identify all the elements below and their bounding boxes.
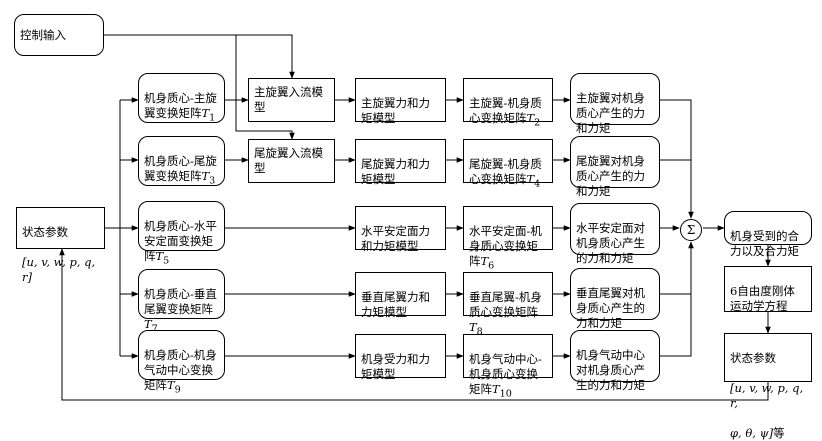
state-output-vars-line1: [u, v, w, p, q, r, <box>730 381 804 410</box>
force-model-tail-rotor-label: 尾旋翼力和力矩模型 <box>361 157 430 186</box>
rigid-body-equations-label: 6自由度刚体运动学方程 <box>730 284 795 313</box>
force-model-vertical-tail-box: 垂直尾翼力和力矩模型 <box>355 272 446 319</box>
control-input-box: 控制输入 <box>14 14 104 56</box>
matrix-t2-sub: 2 <box>534 117 541 129</box>
force-model-tail-rotor-box: 尾旋翼力和力矩模型 <box>355 139 446 186</box>
matrix-t6-text: 水平安定面-机身质心变换矩阵 <box>469 224 542 268</box>
matrix-t1-box: 机身质心-主旋翼变换矩阵T1 <box>138 73 225 123</box>
matrix-t4-box: 尾旋翼-机身质心变换矩阵T4 <box>463 139 553 189</box>
result-horizontal-stabilizer-box: 水平安定面对机身质心产生的力和力矩 <box>570 203 660 265</box>
control-input-label: 控制输入 <box>20 27 66 42</box>
flowchart: 控制输入 状态参数 [u, v, w, p, q, r] 机身质心-主旋翼变换矩… <box>14 14 812 440</box>
matrix-t1-sub: 1 <box>209 112 216 124</box>
state-input-vars: [u, v, w, p, q, r] <box>22 255 96 284</box>
rigid-body-equations-box: 6自由度刚体运动学方程 <box>724 266 812 313</box>
total-force-box: 机身受到的合力以及合力矩 <box>724 211 812 258</box>
matrix-t4-text: 尾旋翼-机身质心变换矩阵 <box>469 157 542 186</box>
result-main-rotor-box: 主旋翼对机身质心产生的力和力矩 <box>570 73 660 135</box>
state-output-suffix: 等 <box>773 426 785 440</box>
connector-lines <box>59 34 771 401</box>
matrix-t4-symbol: T <box>526 172 535 186</box>
matrix-t6-sub: 6 <box>488 260 495 272</box>
main-rotor-inflow-label: 主旋翼入流模型 <box>254 85 323 114</box>
matrix-t10-symbol: T <box>492 382 500 396</box>
matrix-t9-sub: 9 <box>174 384 181 396</box>
matrix-t9-box: 机身质心-机身气动中心变换矩阵T9 <box>138 330 225 395</box>
force-model-horizontal-stabilizer-label: 水平安定面力和力矩模型 <box>361 224 430 253</box>
matrix-t10-text: 机身气动中心-机身质心变换矩阵 <box>469 352 542 396</box>
matrix-t8-text: 垂直尾翼-机身质心变换矩阵 <box>469 290 542 319</box>
matrix-t8-box: 垂直尾翼-机身质心变换矩阵T8 <box>463 272 553 337</box>
matrix-t7-sub: 7 <box>151 323 158 335</box>
result-tail-rotor-label: 尾旋翼对机身质心产生的力和力矩 <box>576 154 645 198</box>
matrix-t9-text: 机身质心-机身气动中心变换矩阵 <box>144 348 217 392</box>
matrix-t5-box: 机身质心-水平安定面变换矩阵T5 <box>138 201 225 266</box>
matrix-t3-text: 机身质心-尾旋翼变换矩阵 <box>144 154 217 183</box>
force-model-vertical-tail-label: 垂直尾翼力和力矩模型 <box>361 290 430 319</box>
main-rotor-inflow-box: 主旋翼入流模型 <box>248 78 335 122</box>
force-model-main-rotor-label: 主旋翼力和力矩模型 <box>361 96 430 125</box>
total-force-label: 机身受到的合力以及合力矩 <box>730 229 799 258</box>
matrix-t3-symbol: T <box>201 169 210 183</box>
matrix-t9-symbol: T <box>167 378 175 392</box>
result-fuselage-box: 机身气动中心对机身质心产生的力和力矩 <box>570 330 660 392</box>
matrix-t10-sub: 10 <box>499 388 512 400</box>
state-input-label: 状态参数 <box>22 225 68 239</box>
matrix-t6-symbol: T <box>480 254 489 268</box>
matrix-t1-text: 机身质心-主旋翼变换矩阵 <box>144 91 217 120</box>
result-vertical-tail-box: 垂直尾翼对机身质心产生的力和力矩 <box>570 268 660 330</box>
matrix-t5-sub: 5 <box>163 255 170 267</box>
matrix-t8-sub: 8 <box>476 326 483 338</box>
result-main-rotor-label: 主旋翼对机身质心产生的力和力矩 <box>576 91 645 135</box>
tail-rotor-inflow-box: 尾旋翼入流模型 <box>248 139 335 183</box>
force-model-horizontal-stabilizer-box: 水平安定面力和力矩模型 <box>355 206 446 253</box>
tail-rotor-inflow-label: 尾旋翼入流模型 <box>254 146 323 175</box>
matrix-t2-symbol: T <box>526 111 535 125</box>
matrix-t7-text: 机身质心-垂直尾翼变换矩阵 <box>144 287 217 316</box>
state-output-box: 状态参数 [u, v, w, p, q, r, φ, θ, ψ]等 <box>724 333 812 440</box>
result-vertical-tail-label: 垂直尾翼对机身质心产生的力和力矩 <box>576 286 645 330</box>
matrix-t5-symbol: T <box>155 249 164 263</box>
state-output-vars-line2: φ, θ, ψ] <box>730 426 774 440</box>
force-model-main-rotor-box: 主旋翼力和力矩模型 <box>355 78 446 125</box>
matrix-t1-symbol: T <box>201 106 210 120</box>
summation-node: Σ <box>680 219 702 241</box>
matrix-t2-text: 主旋翼-机身质心变换矩阵 <box>469 96 542 125</box>
force-model-fuselage-label: 机身受力和力矩模型 <box>361 352 430 381</box>
summation-symbol: Σ <box>686 223 696 237</box>
matrix-t4-sub: 4 <box>534 178 541 190</box>
result-horizontal-stabilizer-label: 水平安定面对机身质心产生的力和力矩 <box>576 221 645 265</box>
matrix-t7-symbol: T <box>144 317 152 331</box>
matrix-t3-box: 机身质心-尾旋翼变换矩阵T3 <box>138 136 225 186</box>
matrix-t3-sub: 3 <box>209 175 216 187</box>
result-fuselage-label: 机身气动中心对机身质心产生的力和力矩 <box>576 348 645 392</box>
matrix-t5-text: 机身质心-水平安定面变换矩阵 <box>144 219 217 263</box>
result-tail-rotor-box: 尾旋翼对机身质心产生的力和力矩 <box>570 136 660 198</box>
matrix-t2-box: 主旋翼-机身质心变换矩阵T2 <box>463 78 553 128</box>
matrix-t7-box: 机身质心-垂直尾翼变换矩阵T7 <box>138 269 225 334</box>
force-model-fuselage-box: 机身受力和力矩模型 <box>355 334 446 381</box>
matrix-t6-box: 水平安定面-机身质心变换矩阵T6 <box>463 206 553 271</box>
state-output-label: 状态参数 <box>730 351 776 365</box>
matrix-t10-box: 机身气动中心-机身质心变换矩阵T10 <box>463 334 553 399</box>
matrix-t8-symbol: T <box>469 320 477 334</box>
state-input-box: 状态参数 [u, v, w, p, q, r] <box>16 207 105 284</box>
